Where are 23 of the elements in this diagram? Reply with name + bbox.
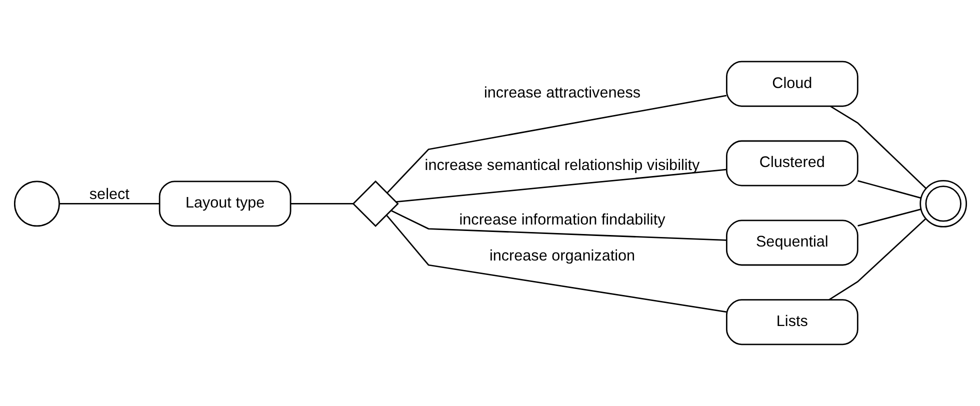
edge-label: increase attractiveness: [483, 84, 640, 102]
edge-label: select: [88, 186, 129, 204]
edge-label: increase information findability: [458, 211, 665, 228]
connector: [59, 203, 159, 204]
node-diamond: [352, 180, 398, 227]
node-box: Cloud: [725, 60, 858, 107]
connector: [857, 208, 920, 226]
connector: [396, 168, 726, 202]
node-box: Clustered: [725, 140, 858, 186]
connector: [390, 210, 726, 241]
connector: [830, 106, 926, 189]
edge-label: increase semantical relationship visibility: [424, 156, 700, 174]
connector: [290, 203, 353, 204]
edge-label: increase organization: [488, 248, 635, 265]
node-circle: [13, 180, 60, 227]
node-box: Sequential: [725, 220, 858, 266]
connector: [386, 94, 726, 194]
connector: [386, 215, 726, 313]
connector: [857, 180, 920, 199]
node-box: Layout type: [158, 180, 291, 227]
node-box: Lists: [725, 299, 858, 346]
node-circle: [919, 180, 967, 228]
connector: [828, 218, 926, 300]
